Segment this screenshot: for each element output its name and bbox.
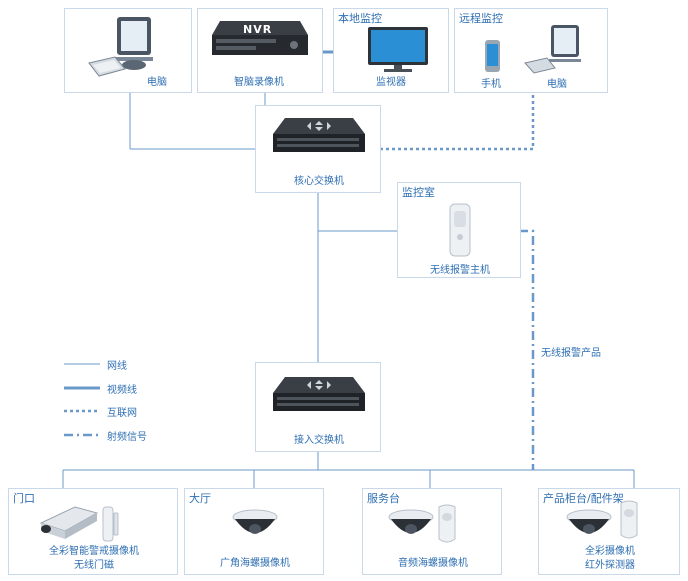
remote-pc-label: 电脑	[547, 79, 567, 90]
zone-service-title: 服务台	[367, 492, 400, 505]
pc-label: 电脑	[147, 77, 167, 88]
zone-counter: 产品柜台/配件架 全彩摄像机 红外探测器	[538, 488, 680, 575]
remote-monitor-title: 远程监控	[459, 12, 503, 25]
legend-label-2: 互联网	[107, 408, 137, 419]
wireless-product-label: 无线报警产品	[541, 348, 601, 359]
zone-counter-title: 产品柜台/配件架	[543, 492, 624, 505]
door-sensor-icon	[102, 506, 119, 542]
legend-label-3: 射频信号	[107, 432, 147, 443]
core-switch-label: 核心交换机	[294, 176, 344, 187]
zone-door-label-0: 全彩智能警戒摄像机	[49, 546, 139, 557]
fullcolor-camera-icon	[566, 509, 612, 534]
nvr-box: NVR 智脑录像机	[197, 8, 323, 93]
audio-dome-camera-icon	[388, 509, 434, 534]
switch-icon	[273, 118, 365, 152]
zone-service-label-0: 音频海螺摄像机	[398, 558, 468, 569]
zone-lobby-label-0: 广角海螺摄像机	[220, 558, 290, 569]
access-switch-box: 接入交换机	[255, 362, 381, 452]
zone-counter-label-0: 全彩摄像机	[585, 546, 635, 557]
alarm-host-icon	[449, 203, 471, 257]
monitor-icon	[368, 27, 428, 72]
zone-lobby: 大厅 广角海螺摄像机	[184, 488, 324, 575]
dome-camera-icon	[232, 509, 278, 534]
zone-lobby-title: 大厅	[189, 492, 211, 505]
internet-core-to-remote	[380, 93, 535, 151]
alarm-host-label: 无线报警主机	[430, 265, 490, 276]
nvr-badge: NVR	[243, 23, 273, 36]
pc-box: 电脑	[64, 8, 192, 93]
monitor-label: 监视器	[376, 77, 406, 88]
ir-detector-icon	[620, 500, 638, 539]
access-switch-label: 接入交换机	[294, 435, 344, 446]
local-monitor-title: 本地监控	[338, 12, 382, 25]
phone-label: 手机	[481, 79, 501, 90]
core-switch-box: 核心交换机	[255, 105, 381, 193]
rf-alarm-to-products	[519, 229, 535, 470]
zone-door: 门口 全彩智能警戒摄像机 无线门磁	[8, 488, 178, 575]
zone-door-label-1: 无线门磁	[74, 560, 114, 571]
legend-label-1: 视频线	[107, 385, 137, 396]
local-monitor-box: 本地监控 监视器	[333, 8, 449, 93]
nvr-icon	[212, 21, 308, 55]
zone-counter-label-1: 红外探测器	[585, 560, 635, 571]
pir-sensor-icon	[438, 504, 456, 543]
remote-pc-icon	[524, 25, 581, 74]
zone-service: 服务台 音频海螺摄像机	[362, 488, 502, 575]
legend-label-0: 网线	[107, 361, 127, 372]
remote-monitor-box: 远程监控 手机 电脑	[454, 8, 608, 93]
zone-door-title: 门口	[13, 492, 35, 505]
access-switch-icon	[273, 377, 365, 411]
pc-icon	[88, 17, 153, 77]
monitor-room-box: 监控室 无线报警主机	[397, 182, 521, 278]
bullet-camera-icon	[39, 506, 99, 539]
nvr-label: 智脑录像机	[234, 77, 284, 88]
monitor-room-title: 监控室	[402, 186, 435, 199]
phone-icon	[485, 40, 500, 72]
